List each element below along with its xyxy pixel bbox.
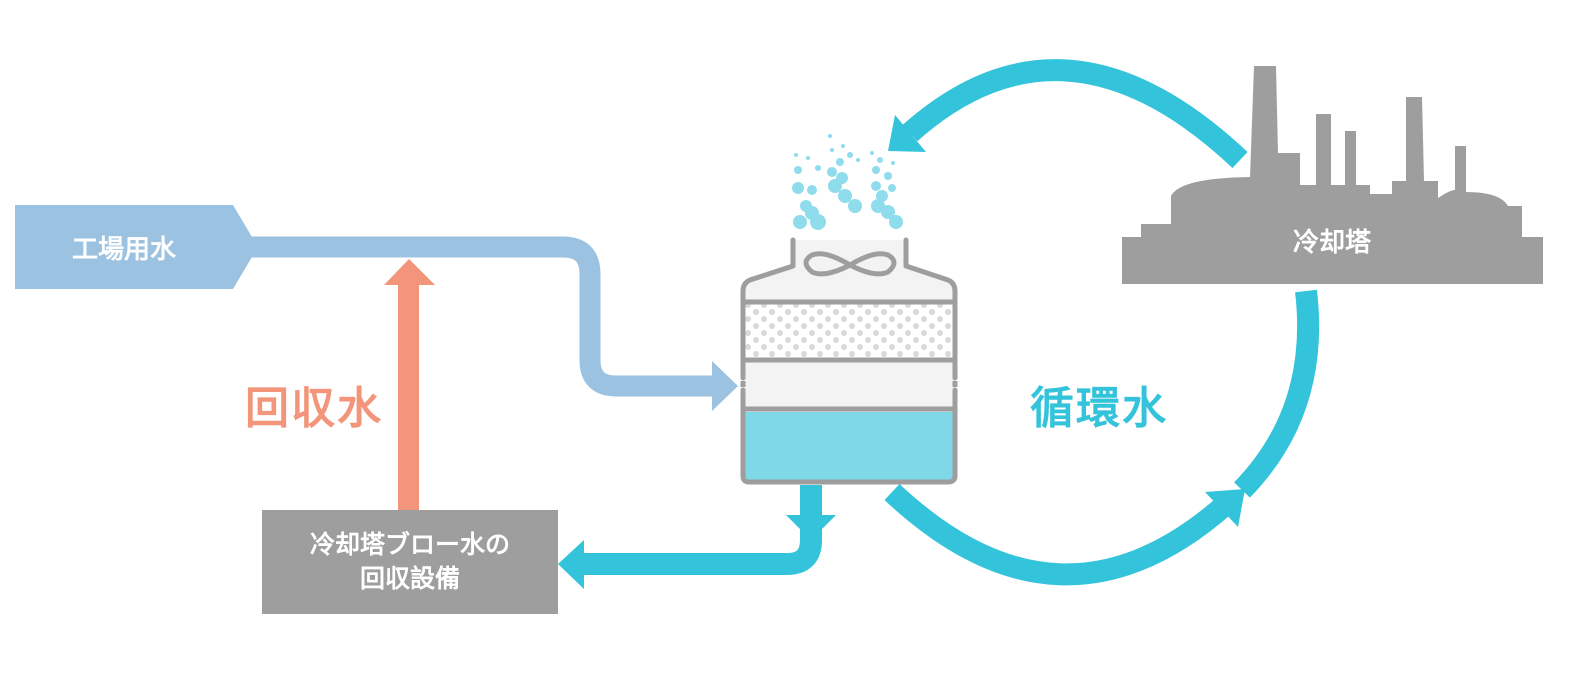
steam-bubble	[800, 200, 812, 212]
steam-bubble	[828, 134, 832, 138]
circulating-upper-arrowhead	[888, 115, 926, 152]
industrial-water-node	[15, 205, 252, 289]
blowdown-recovery-line2: 回収設備	[359, 564, 460, 593]
steam-bubble	[872, 166, 880, 174]
steam-bubble	[806, 156, 810, 160]
circulating-water-label: 循環水	[1030, 383, 1168, 434]
blowdown-down-arrowhead	[786, 515, 836, 540]
circulating-lower-arrowhead	[1205, 489, 1245, 527]
tower-outline	[740, 237, 958, 485]
tower-basin-water	[745, 412, 953, 482]
steam-bubble	[888, 184, 896, 192]
tower-fill-media	[745, 304, 953, 360]
cooling-tower-icon	[740, 237, 958, 485]
steam-bubble	[836, 172, 848, 184]
factory-silhouette-icon	[1122, 66, 1543, 284]
industrial-water-arrowhead	[712, 361, 738, 411]
blowdown-recovery-node	[262, 510, 558, 614]
steam-bubble	[830, 148, 834, 152]
recovered-water-shaft	[398, 283, 419, 511]
steam-bubble	[792, 182, 804, 194]
steam-bubble	[827, 167, 837, 177]
steam-bubbles-icon	[792, 134, 903, 230]
steam-bubble	[876, 190, 888, 202]
steam-bubble	[884, 172, 892, 180]
circulating-right-arc	[1234, 289, 1320, 498]
circulating-water-lower-arc	[884, 483, 1233, 586]
cooling-tower-label: 冷却塔	[1292, 228, 1371, 258]
blowdown-recovery-label: 冷却塔ブロー水の 回収設備	[262, 510, 558, 614]
circulating-water-upper-arc	[902, 59, 1248, 169]
steam-bubble	[807, 185, 817, 195]
steam-bubble	[848, 199, 862, 213]
industrial-water-pipe	[250, 236, 716, 397]
steam-bubble	[889, 215, 903, 229]
blowdown-recovery-line1: 冷却塔ブロー水の	[309, 530, 510, 559]
steam-bubble	[871, 181, 881, 191]
blowdown-left-arrowhead	[558, 540, 584, 589]
blowdown-pipe	[582, 485, 822, 575]
fan-icon	[803, 251, 897, 277]
steam-bubble	[856, 158, 860, 162]
steam-bubble	[815, 165, 821, 171]
steam-bubble	[870, 151, 874, 155]
steam-bubble	[836, 158, 844, 166]
steam-bubble	[881, 205, 895, 219]
steam-bubble	[794, 166, 802, 174]
recovered-water-arrowhead	[384, 259, 435, 285]
recovered-water-label: 回収水	[245, 383, 383, 434]
steam-bubble	[891, 161, 895, 165]
steam-bubble	[847, 152, 853, 158]
steam-bubble	[838, 189, 852, 203]
steam-bubble	[877, 157, 883, 163]
steam-bubble	[794, 153, 798, 157]
steam-bubble	[841, 144, 845, 148]
industrial-water-label: 工場用水	[71, 234, 176, 265]
steam-bubble	[810, 214, 826, 230]
steam-bubble	[793, 215, 807, 229]
